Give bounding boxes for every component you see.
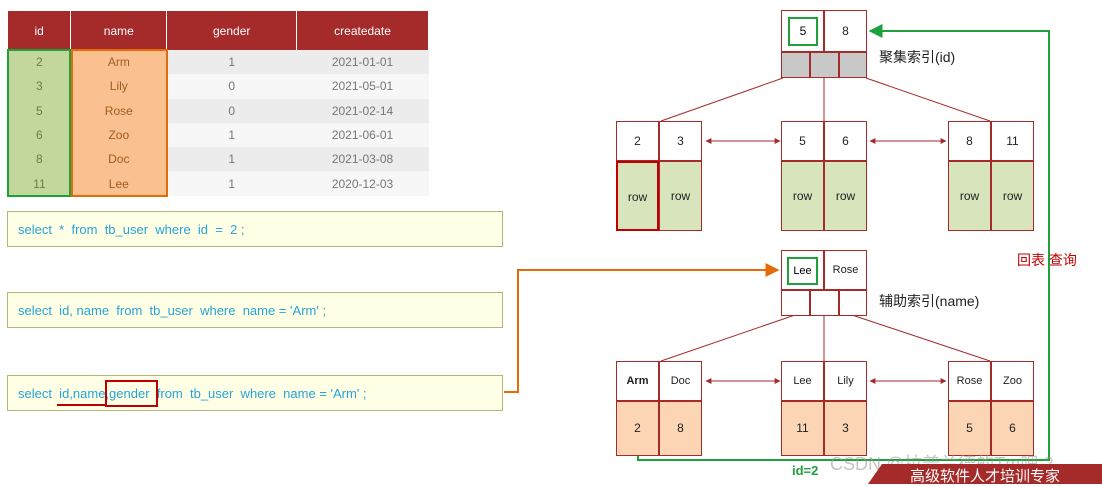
cell-name: Rose <box>70 98 167 123</box>
cell-name: Zoo <box>70 122 167 148</box>
cell-id: 6 <box>8 122 71 148</box>
cell-gender: 1 <box>166 50 297 75</box>
secondary-leaf-id: 3 <box>824 401 867 456</box>
table-row: 5 Rose 0 2021-02-14 <box>8 98 429 123</box>
header-name: name <box>70 11 168 50</box>
cell-name: Lee <box>70 171 167 196</box>
secondary-root-key-1: Lee <box>787 257 818 285</box>
cell-gender: 1 <box>166 147 297 172</box>
clustered-leaf-key: 2 <box>616 121 659 161</box>
secondary-leaf-key: Lily <box>824 361 867 401</box>
cell-createdate: 2020-12-03 <box>296 171 429 196</box>
header-id: id <box>8 11 72 50</box>
clustered-root-key-1: 5 <box>788 17 818 46</box>
cell-name: Lily <box>70 74 167 99</box>
secondary-branch-right <box>851 314 991 362</box>
clustered-root-pointer <box>810 52 839 78</box>
brand-banner-text: 高级软件人才培训专家 <box>910 467 1061 485</box>
cell-createdate: 2021-06-01 <box>296 122 429 148</box>
clustered-leaf-row: row <box>781 161 824 231</box>
orange-lookup-arrow <box>504 263 780 393</box>
secondary-branch-left <box>660 314 796 362</box>
secondary-leaf-id: 8 <box>659 401 702 456</box>
clustered-leaf-key: 3 <box>659 121 702 161</box>
clustered-index-label: 聚集索引(id) <box>879 49 956 65</box>
cell-id: 8 <box>8 147 71 172</box>
cell-gender: 1 <box>166 122 297 148</box>
cell-name: Arm <box>70 50 167 75</box>
clustered-root-key-2: 8 <box>824 10 867 52</box>
secondary-root-pointer <box>781 290 810 316</box>
cell-id: 3 <box>8 74 71 99</box>
select-columns-underline <box>57 404 107 406</box>
secondary-leaf-id: 11 <box>781 401 824 456</box>
sql-query-2: select id, name from tb_user where name … <box>7 292 503 328</box>
cell-gender: 1 <box>166 171 297 196</box>
secondary-leaf-key: Doc <box>659 361 702 401</box>
secondary-leaf-id: 5 <box>948 401 991 456</box>
table-row: 2 Arm 1 2021-01-01 <box>8 50 429 75</box>
cell-gender: 0 <box>166 74 297 99</box>
secondary-leaf-key: Arm <box>616 361 659 401</box>
clustered-leaf-row: row <box>948 161 991 231</box>
cell-id: 5 <box>8 98 71 123</box>
cell-createdate: 2021-05-01 <box>296 74 429 99</box>
table-row: 3 Lily 0 2021-05-01 <box>8 74 429 99</box>
sql-query-1: select * from tb_user where id = 2 ; <box>7 211 503 247</box>
secondary-leaf-key: Zoo <box>991 361 1034 401</box>
clustered-root-pointer <box>839 52 867 78</box>
clustered-branch-left <box>660 77 784 122</box>
table-lookup-label: 回表 查询 <box>1017 252 1077 268</box>
cell-id: 11 <box>8 171 71 196</box>
secondary-leaf-key: Rose <box>948 361 991 401</box>
brand-banner: 高级软件人才培训专家 <box>868 464 1102 484</box>
clustered-root-pointer <box>781 52 810 78</box>
id-lookup-label: id=2 <box>792 463 819 478</box>
secondary-leaf-key: Lee <box>781 361 824 401</box>
secondary-root-pointer <box>839 290 867 316</box>
secondary-root-pointer <box>810 290 839 316</box>
table-row: 8 Doc 1 2021-03-08 <box>8 147 429 172</box>
clustered-leaf-row: row <box>659 161 702 231</box>
clustered-leaf-row: row <box>616 161 659 231</box>
cell-gender: 0 <box>166 98 297 123</box>
header-gender: gender <box>166 11 298 50</box>
clustered-leaf-key: 8 <box>948 121 991 161</box>
secondary-index-label: 辅助索引(name) <box>879 293 980 309</box>
cell-createdate: 2021-03-08 <box>296 147 429 172</box>
clustered-leaf-row: row <box>824 161 867 231</box>
table-row: 6 Zoo 1 2021-06-01 <box>8 122 429 148</box>
cell-name: Doc <box>70 147 167 172</box>
secondary-leaf-id: 2 <box>616 401 659 456</box>
user-table: id name gender createdate 2 Arm 1 2021-0… <box>8 11 429 196</box>
name-column-highlight <box>71 49 168 197</box>
clustered-leaf-row: row <box>991 161 1034 231</box>
clustered-branch-right <box>865 77 991 122</box>
id-column-highlight <box>7 49 71 197</box>
cell-createdate: 2021-02-14 <box>296 98 429 123</box>
green-lookup-arrow <box>637 24 1050 461</box>
header-createdate: createdate <box>296 11 429 50</box>
gender-highlight <box>105 380 158 407</box>
clustered-leaf-key: 5 <box>781 121 824 161</box>
table-header-row: id name gender createdate <box>8 11 429 50</box>
secondary-leaf-id: 6 <box>991 401 1034 456</box>
cell-createdate: 2021-01-01 <box>296 50 429 75</box>
cell-id: 2 <box>8 50 71 75</box>
table-row: 11 Lee 1 2020-12-03 <box>8 171 429 196</box>
clustered-leaf-key: 6 <box>824 121 867 161</box>
clustered-leaf-key: 11 <box>991 121 1034 161</box>
secondary-root-key-2: Rose <box>824 250 867 290</box>
